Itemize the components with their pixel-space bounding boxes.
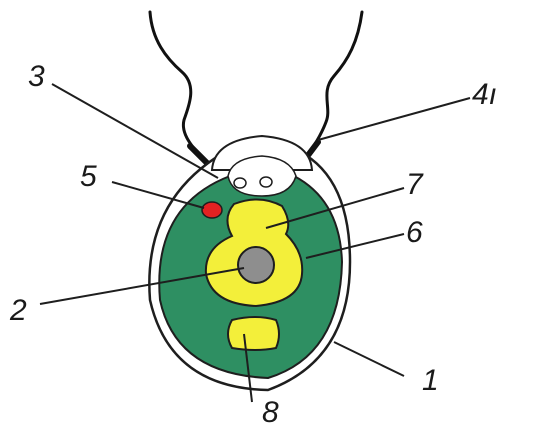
label-4: 4ı [472,78,497,111]
right-flagellum [300,12,362,166]
label-7: 7 [406,168,424,201]
label-2: 2 [9,294,27,327]
pyrenoid [228,317,279,350]
label-8: 8 [262,396,279,429]
label-5: 5 [80,160,97,193]
label-1: 1 [422,364,439,397]
eyespot [202,202,222,218]
leader-3 [52,84,218,178]
nucleus [238,247,274,283]
contractile-vacuole-right [260,177,272,187]
label-3: 3 [28,60,45,93]
contractile-vacuole-left [234,178,246,188]
leader-1 [334,342,404,376]
label-6: 6 [406,216,423,249]
leader-4 [318,98,470,140]
papilla-cap [228,156,296,196]
left-flagellum [150,12,206,164]
